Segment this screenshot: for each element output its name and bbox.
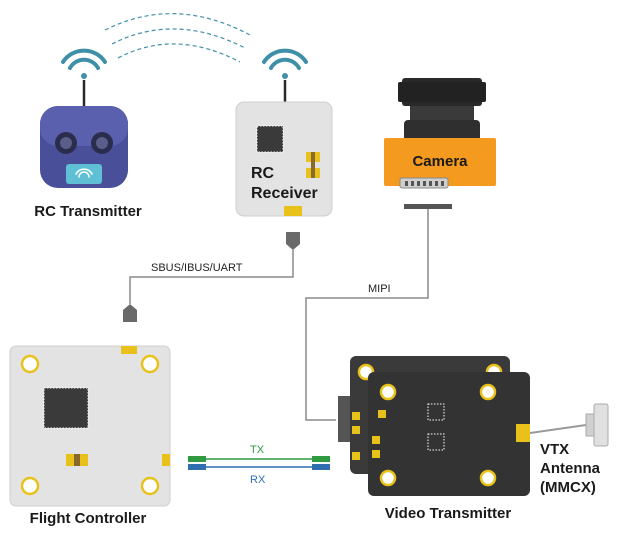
antenna-connector-icon	[585, 403, 609, 447]
wifi-signal-icon	[61, 48, 107, 79]
rc-receiver-label-line2: Receiver	[251, 185, 318, 202]
camera: Camera	[384, 78, 496, 209]
mipi-wire-label: MIPI	[368, 283, 391, 295]
mipi-wire	[305, 209, 429, 421]
flight-controller: Flight Controller	[9, 345, 171, 527]
rx-wire	[188, 464, 330, 470]
video-transmitter: Video Transmitter	[338, 356, 530, 522]
connector-plug	[286, 232, 300, 250]
vtx-antenna-label-line1: VTX	[540, 441, 569, 458]
rc-transmitter-label: RC Transmitter	[34, 203, 142, 220]
radio-link-waves	[104, 13, 251, 63]
wifi-signal-icon	[75, 168, 93, 178]
camera-cable-connector	[404, 204, 452, 209]
rc-receiver: RC Receiver	[235, 48, 333, 250]
video-transmitter-label: Video Transmitter	[385, 505, 512, 522]
vtx-antenna: VTX Antenna (MMCX)	[529, 403, 609, 496]
rc-transmitter: RC Transmitter	[34, 48, 142, 220]
rx-wire-label: RX	[250, 474, 266, 486]
tx-wire	[188, 456, 330, 462]
sbus-wire-label: SBUS/IBUS/UART	[151, 262, 243, 274]
mmcx-port	[516, 424, 530, 442]
sbus-wire	[129, 250, 294, 304]
tx-wire-label: TX	[250, 444, 265, 456]
chip-icon	[256, 125, 284, 153]
connector-plug	[123, 304, 137, 322]
vtx-antenna-label-line3: (MMCX)	[540, 479, 596, 496]
camera-label: Camera	[412, 153, 468, 170]
flight-controller-label: Flight Controller	[30, 510, 147, 527]
wifi-signal-icon	[262, 48, 308, 79]
vtx-antenna-label-line2: Antenna	[540, 460, 601, 477]
rc-receiver-label-line1: RC	[251, 165, 275, 182]
chip-icon	[43, 387, 89, 429]
